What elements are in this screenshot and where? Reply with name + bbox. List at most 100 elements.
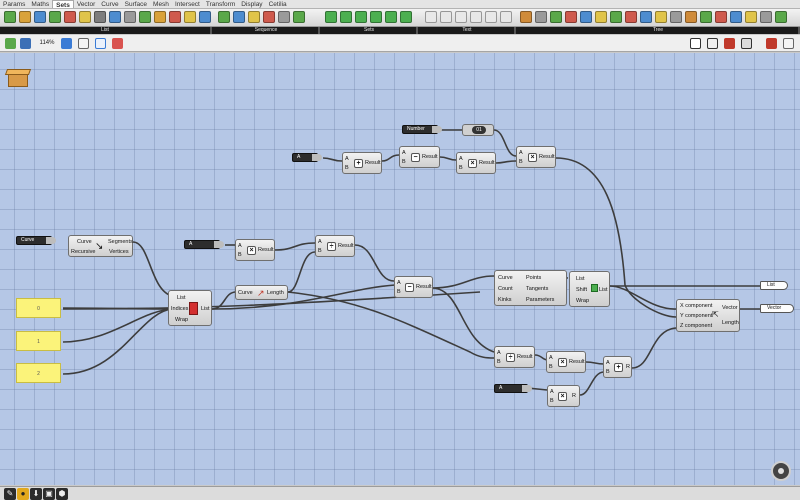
output-result[interactable]: Result [365, 160, 381, 166]
dispatch-icon[interactable] [139, 11, 151, 23]
explode-tree-icon[interactable] [640, 11, 652, 23]
input-b[interactable]: B [238, 252, 242, 258]
canvas-options-icon[interactable] [783, 38, 794, 49]
input-a[interactable]: A [549, 355, 553, 361]
preview-shaded-icon[interactable] [707, 38, 718, 49]
text-length-icon[interactable] [485, 11, 497, 23]
input-a[interactable]: A [497, 350, 501, 356]
open-file-icon[interactable] [5, 38, 16, 49]
subtraction-node-top[interactable]: A B − Result [399, 146, 440, 168]
output-length[interactable]: Length [267, 290, 284, 296]
division-node-mid[interactable]: A B ÷ Result [315, 235, 355, 257]
stream-gate-icon[interactable] [715, 11, 727, 23]
input-b[interactable]: B [497, 359, 501, 365]
cull-icon[interactable] [124, 11, 136, 23]
group-list[interactable]: List [0, 27, 212, 34]
entwine-icon[interactable] [745, 11, 757, 23]
pencil-icon[interactable]: ✎ [4, 488, 16, 500]
tab-cetilia[interactable]: Cetilia [268, 1, 287, 8]
division-node-low[interactable]: A B ÷ Result [494, 346, 535, 368]
input-b[interactable]: B [397, 289, 401, 295]
output-points[interactable]: Points [526, 275, 542, 281]
input-b[interactable]: B [459, 165, 463, 171]
multiplication-node-top2[interactable]: A B × Result [516, 146, 556, 168]
match-tree-icon[interactable] [760, 11, 772, 23]
output-result[interactable]: Result [479, 160, 495, 166]
input-wrap[interactable]: Wrap [175, 317, 189, 323]
subtraction-node-mid[interactable]: A B − Result [394, 276, 433, 298]
input-recursive[interactable]: Recursive [71, 249, 96, 255]
divide-curve-node[interactable]: Curve Recursive ↘ Segments Vertices [68, 235, 133, 257]
output-list[interactable]: List [599, 287, 608, 293]
series-icon[interactable] [218, 11, 230, 23]
jitter-icon[interactable] [278, 11, 290, 23]
preview-wire-icon[interactable] [690, 38, 701, 49]
split-list-icon[interactable] [79, 11, 91, 23]
box-widget-icon[interactable] [4, 65, 32, 89]
tree-item-icon[interactable] [625, 11, 637, 23]
output-segments[interactable]: Segments [108, 239, 133, 245]
input-a[interactable]: A [402, 150, 406, 156]
tab-intersect[interactable]: Intersect [174, 1, 200, 8]
input-y[interactable]: Y component [680, 313, 713, 319]
shift-paths-icon[interactable] [670, 11, 682, 23]
sketch-icon[interactable] [112, 38, 123, 49]
addition-node-low[interactable]: A B + R [603, 356, 632, 378]
list-item-node[interactable]: List Indices Wrap List [168, 290, 212, 326]
input-a[interactable]: A [397, 280, 401, 286]
tree-branch-icon[interactable] [610, 11, 622, 23]
slider-value[interactable]: 01 [472, 126, 486, 134]
graft-tree-icon[interactable] [520, 11, 532, 23]
member-index-icon[interactable] [370, 11, 382, 23]
output-result[interactable]: R [572, 393, 576, 399]
flip-matrix-icon[interactable] [595, 11, 607, 23]
text-case-icon[interactable] [470, 11, 482, 23]
input-b[interactable]: B [345, 165, 349, 171]
preview-selected-icon[interactable] [724, 38, 735, 49]
divide-points-node[interactable]: Curve Count Kinks Points Tangents Parame… [494, 270, 567, 306]
tab-surface[interactable]: Surface [124, 1, 148, 8]
text-split-icon[interactable] [440, 11, 452, 23]
input-b[interactable]: B [606, 369, 610, 375]
output-vertices[interactable]: Vertices [109, 249, 129, 255]
output-parameters[interactable]: Parameters [526, 297, 555, 303]
shift-list-icon[interactable] [49, 11, 61, 23]
multiplication-node-top[interactable]: A B × Result [456, 152, 496, 174]
input-a[interactable]: A [519, 150, 523, 156]
combine-icon[interactable] [184, 11, 196, 23]
stream-filter-icon[interactable] [700, 11, 712, 23]
input-kinks[interactable]: Kinks [498, 297, 512, 303]
panel-2[interactable]: 2 [16, 363, 61, 383]
input-b[interactable]: B [550, 398, 554, 404]
multiplication-node-low[interactable]: A B × Result [546, 351, 586, 373]
input-list[interactable]: List [177, 295, 186, 301]
input-a[interactable]: A [238, 243, 242, 249]
text-fragment-icon[interactable] [500, 11, 512, 23]
group-text[interactable]: Text [420, 27, 516, 34]
addition-node-top[interactable]: A B + Result [342, 152, 382, 174]
number-param[interactable]: Number [402, 125, 442, 134]
input-a[interactable]: A [606, 360, 610, 366]
text-concatenate-icon[interactable] [425, 11, 437, 23]
multiplication-node-mid[interactable]: A B × Result [235, 239, 275, 261]
output-result[interactable]: R [626, 364, 630, 370]
preview-mesh-icon[interactable] [741, 38, 752, 49]
tab-maths[interactable]: Maths [31, 1, 50, 8]
input-z[interactable]: Z component [680, 323, 713, 329]
navigation-compass-icon[interactable] [771, 461, 791, 481]
output-result[interactable]: Result [258, 247, 274, 253]
group-sets[interactable]: Sets [322, 27, 418, 34]
null-item-icon[interactable] [169, 11, 181, 23]
input-a[interactable]: A [345, 156, 349, 162]
tab-curve[interactable]: Curve [101, 1, 119, 8]
duplicate-icon[interactable] [293, 11, 305, 23]
tab-vector[interactable]: Vector [76, 1, 96, 8]
group-sequence[interactable]: Sequence [214, 27, 320, 34]
output-result[interactable]: Result [569, 359, 585, 365]
output-vector[interactable]: Vector [722, 305, 738, 311]
output-length[interactable]: Length [722, 320, 739, 326]
path-mapper-icon[interactable] [580, 11, 592, 23]
input-a[interactable]: A [318, 239, 322, 245]
tab-transform[interactable]: Transform [205, 1, 236, 8]
input-count[interactable]: Count [498, 286, 513, 292]
